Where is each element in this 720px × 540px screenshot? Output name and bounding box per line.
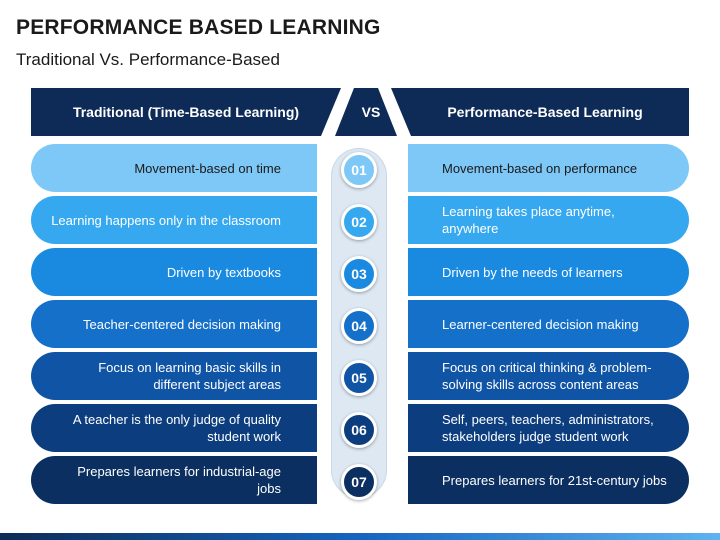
bottom-accent-strip bbox=[0, 533, 720, 540]
performance-item: Driven by the needs of learners bbox=[408, 248, 689, 296]
comparison-header: Traditional (Time-Based Learning) VS Per… bbox=[31, 88, 689, 136]
traditional-item: Prepares learners for industrial-age job… bbox=[31, 456, 317, 504]
traditional-item: A teacher is the only judge of quality s… bbox=[31, 404, 317, 452]
row-number-badge: 05 bbox=[341, 360, 377, 396]
comparison-row: Prepares learners for industrial-age job… bbox=[0, 456, 720, 504]
header-vs-label: VS bbox=[361, 104, 381, 120]
comparison-row: Driven by textbooks Driven by the needs … bbox=[0, 248, 720, 296]
comparison-row: A teacher is the only judge of quality s… bbox=[0, 404, 720, 452]
page-title: PERFORMANCE BASED LEARNING bbox=[16, 16, 381, 39]
comparison-row: Teacher-centered decision making Learner… bbox=[0, 300, 720, 348]
row-number-badge: 01 bbox=[341, 152, 377, 188]
traditional-item: Focus on learning basic skills in differ… bbox=[31, 352, 317, 400]
row-number-badge: 07 bbox=[341, 464, 377, 500]
traditional-item: Movement-based on time bbox=[31, 144, 317, 192]
performance-item: Learner-centered decision making bbox=[408, 300, 689, 348]
traditional-item: Driven by textbooks bbox=[31, 248, 317, 296]
vs-notch-shape bbox=[321, 88, 411, 136]
page-subtitle: Traditional Vs. Performance-Based bbox=[16, 50, 280, 69]
performance-item: Self, peers, teachers, administrators, s… bbox=[408, 404, 689, 452]
row-number-badge: 06 bbox=[341, 412, 377, 448]
row-number-badge: 02 bbox=[341, 204, 377, 240]
row-number-badge: 04 bbox=[341, 308, 377, 344]
header-performance-label: Performance-Based Learning bbox=[447, 104, 643, 120]
row-number-badge: 03 bbox=[341, 256, 377, 292]
performance-item: Focus on critical thinking & problem-sol… bbox=[408, 352, 689, 400]
performance-item: Learning takes place anytime, anywhere bbox=[408, 196, 689, 244]
comparison-row: Movement-based on time Movement-based on… bbox=[0, 144, 720, 192]
performance-item: Movement-based on performance bbox=[408, 144, 689, 192]
traditional-item: Teacher-centered decision making bbox=[31, 300, 317, 348]
comparison-row: Focus on learning basic skills in differ… bbox=[0, 352, 720, 400]
traditional-item: Learning happens only in the classroom bbox=[31, 196, 317, 244]
performance-item: Prepares learners for 21st-century jobs bbox=[408, 456, 689, 504]
header-traditional-label: Traditional (Time-Based Learning) bbox=[72, 104, 300, 120]
comparison-row: Learning happens only in the classroom L… bbox=[0, 196, 720, 244]
